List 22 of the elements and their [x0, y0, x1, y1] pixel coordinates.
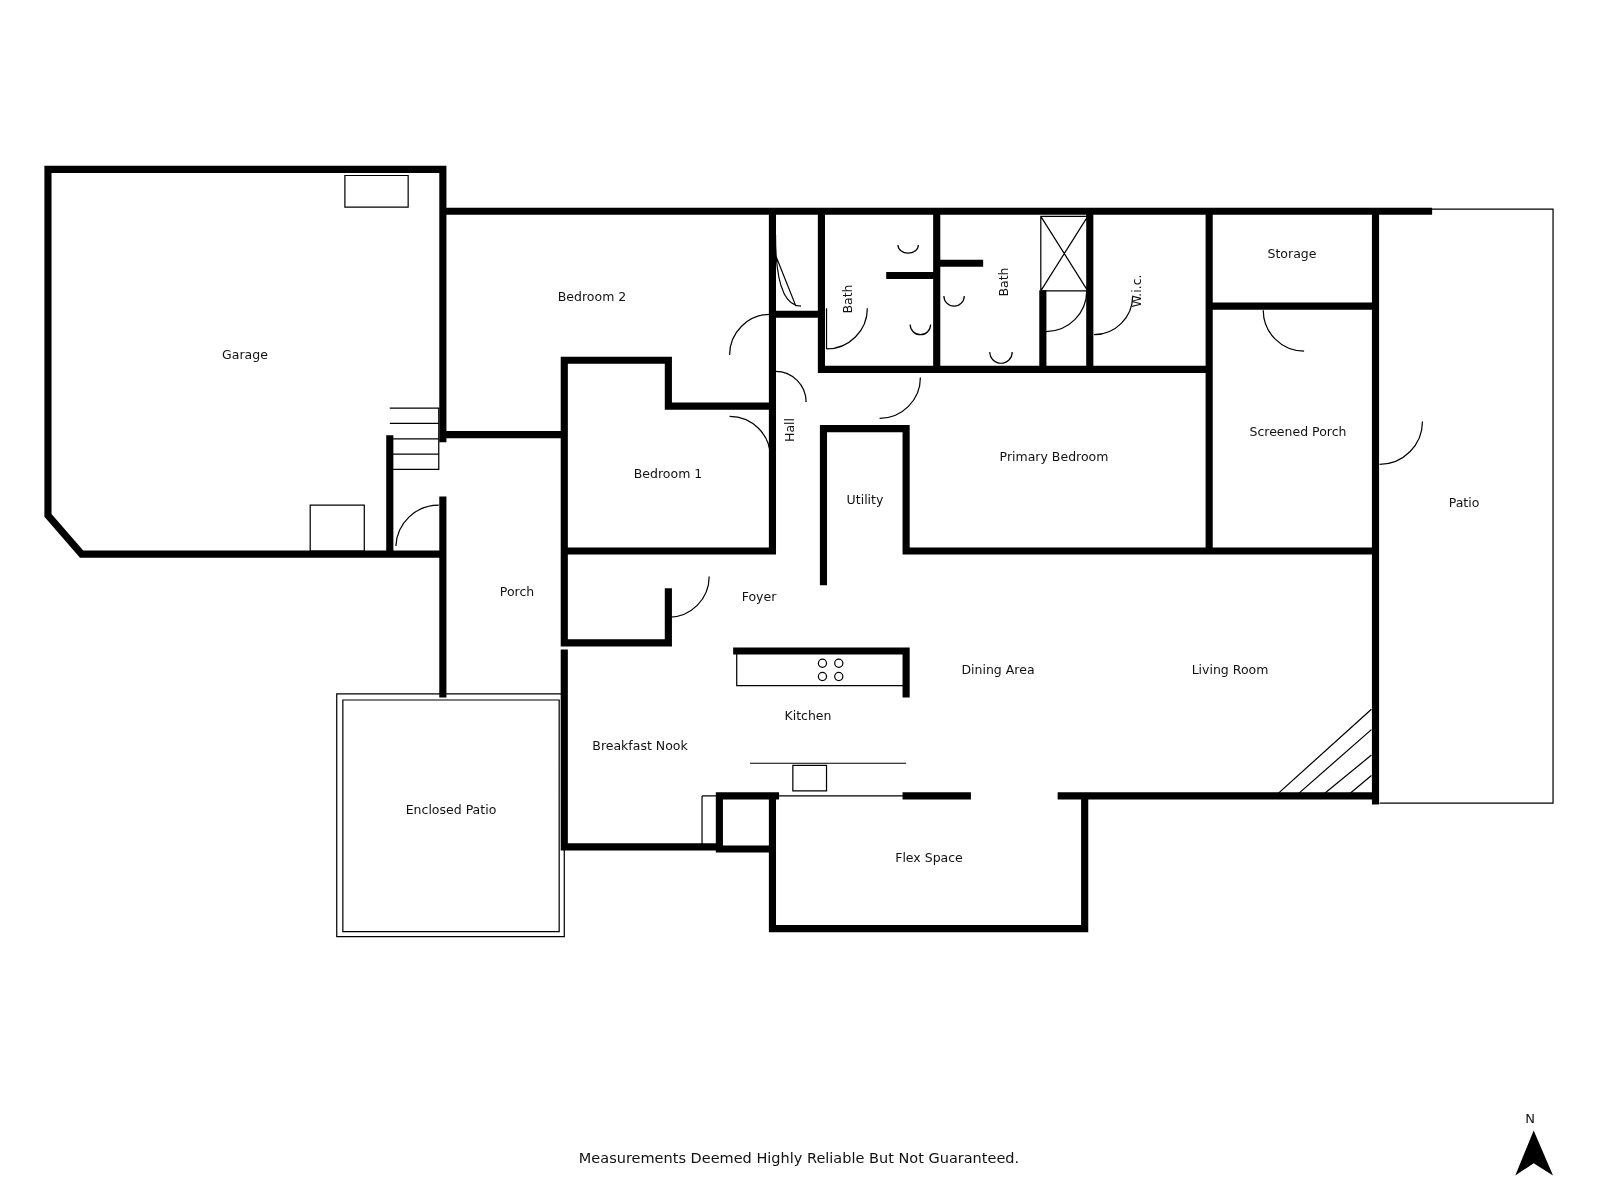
room-label: Patio: [1448, 494, 1480, 510]
room-label: Utility: [846, 491, 884, 507]
room-label: Storage: [1267, 245, 1317, 261]
room-label: Bath: [839, 284, 855, 314]
room-label: Dining Area: [961, 661, 1035, 677]
room-label: Flex Space: [895, 849, 963, 865]
room-label: Porch: [499, 583, 535, 599]
room-label: Garage: [222, 346, 268, 362]
room-label: Hall: [781, 418, 797, 442]
footer-note: Measurements Deemed Highly Reliable But Not Guaranteed.: [578, 1150, 1020, 1166]
compass-letter: N: [1525, 1110, 1535, 1126]
room-label: W.i.c.: [1128, 274, 1144, 308]
room-label: Foyer: [741, 588, 777, 604]
room-label: Kitchen: [784, 707, 832, 723]
room-label: Bedroom 2: [557, 288, 627, 304]
room-label: Living Room: [1191, 661, 1269, 677]
room-label: Breakfast Nook: [592, 737, 688, 753]
room-label: Primary Bedroom: [999, 448, 1109, 464]
room-label: Enclosed Patio: [405, 801, 497, 817]
room-label: Bedroom 1: [633, 465, 703, 481]
room-label: Bath: [995, 267, 1011, 297]
room-label: Screened Porch: [1249, 423, 1347, 439]
